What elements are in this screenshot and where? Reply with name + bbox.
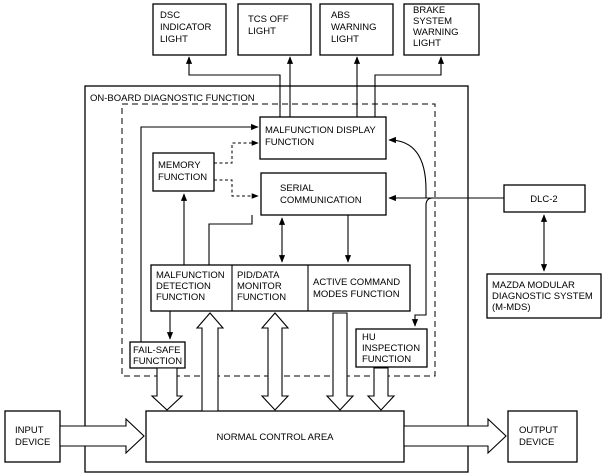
dsc-label-line3: LIGHT	[160, 34, 188, 45]
abs-label-line3: LIGHT	[331, 34, 359, 45]
output-device-arrow	[403, 417, 507, 455]
indicator-output-lines	[185, 56, 445, 117]
hu-line2: INSPECTION	[362, 343, 420, 354]
pid-bidirectional-arrow	[260, 312, 290, 411]
malfunction-display-line1: MALFUNCTION DISPLAY	[265, 125, 376, 136]
output-line2: DEVICE	[519, 437, 554, 448]
dlc-2-box: DLC-2	[503, 184, 586, 213]
detection-links	[140, 123, 259, 342]
brake-label-line1: BRAKE	[413, 5, 445, 16]
serial-line2: COMMUNICATION	[280, 195, 362, 206]
serial-line1: SERIAL	[280, 183, 314, 194]
mds-line1: MAZDA MODULAR	[492, 280, 575, 291]
on-board-diagnostic-frame	[84, 85, 469, 473]
input-line1: INPUT	[15, 425, 44, 436]
memory-line2: FUNCTION	[158, 172, 207, 183]
mds-line3: (M-MDS)	[492, 302, 531, 313]
memory-line1: MEMORY	[158, 160, 201, 171]
on-board-diagnostic-label: ON-BOARD DIAGNOSTIC FUNCTION	[90, 93, 255, 104]
fail-safe-to-control-arrow	[150, 367, 184, 411]
normal-control-area-label: NORMAL CONTROL AREA	[216, 432, 334, 443]
lower-function-group	[150, 264, 411, 312]
brake-label-line3: WARNING	[413, 27, 459, 38]
dsc-label-line1: DSC	[160, 10, 180, 21]
hu-line3: FUNCTION	[362, 354, 411, 365]
abs-label-line1: ABS	[331, 10, 350, 21]
memory-dashed-links	[214, 140, 259, 199]
fail-safe-line2: FUNCTION	[133, 356, 182, 367]
input-line2: DEVICE	[15, 437, 50, 448]
input-device-arrow	[59, 417, 145, 455]
tcs-label-line2: LIGHT	[248, 26, 276, 37]
hu-inspection-to-control-arrow	[366, 367, 396, 411]
malfunction-display-line2: FUNCTION	[265, 137, 314, 148]
hollow-arrows	[59, 312, 507, 455]
normal-control-area-box: NORMAL CONTROL AREA	[145, 410, 405, 463]
control-to-detection-arrow	[195, 312, 225, 412]
abs-label-line2: WARNING	[331, 22, 377, 33]
dsc-label-line2: INDICATOR	[160, 22, 212, 33]
hu-line1: HU	[362, 332, 376, 343]
dlc-links	[388, 136, 548, 327]
tcs-label-line1: TCS OFF	[248, 14, 289, 25]
dlc-2-label: DLC-2	[530, 194, 557, 205]
mds-line2: DIAGNOSTIC SYSTEM	[492, 291, 593, 302]
serial-links	[278, 215, 352, 263]
active-command-to-control-arrow	[325, 312, 355, 411]
brake-label-line2: SYSTEM	[413, 16, 452, 27]
output-line1: OUTPUT	[519, 425, 558, 436]
fail-safe-line1: FAIL-SAFE	[133, 345, 181, 356]
brake-label-line4: LIGHT	[413, 38, 441, 49]
